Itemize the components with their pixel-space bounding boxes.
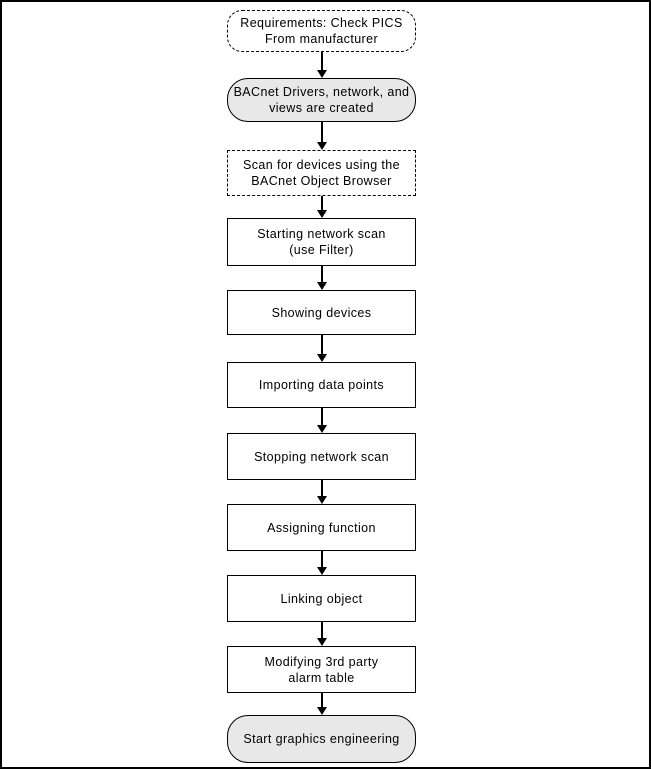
- flow-node-start-graphics: Start graphics engineering: [227, 715, 416, 763]
- arrow-shaft: [320, 335, 323, 354]
- down-arrow-connector: [227, 335, 416, 362]
- flow-node-label: Start graphics engineering: [243, 732, 400, 746]
- flow-node-label: Linking object: [280, 591, 363, 606]
- flow-node-scan-for-devices: Scan for devices using the BACnet Object…: [227, 150, 416, 196]
- flow-node-label: Scan for devices using the BACnet Object…: [242, 158, 400, 188]
- down-arrow-connector: [227, 196, 416, 218]
- down-arrow-connector: [227, 408, 416, 433]
- flow-node-starting-scan: Starting network scan (use Filter): [227, 218, 416, 266]
- arrowhead-down-icon: [316, 425, 327, 433]
- arrow-shaft: [320, 693, 323, 707]
- arrow-shaft: [320, 408, 323, 425]
- flow-node-drivers-created: BACnet Drivers, network, and views are c…: [227, 78, 416, 122]
- arrowhead-down-icon: [316, 496, 327, 504]
- flow-node-label: BACnet Drivers, network, and views are c…: [233, 85, 410, 115]
- flow-node-label: Importing data points: [258, 378, 385, 392]
- flow-node-stopping-scan: Stopping network scan: [227, 433, 416, 480]
- flow-node-label: Starting network scan (use Filter): [257, 227, 386, 257]
- arrowhead-down-icon: [316, 70, 327, 78]
- arrow-shaft: [320, 196, 323, 210]
- arrowhead-down-icon: [316, 638, 327, 646]
- flow-node-linking-object: Linking object: [227, 575, 416, 622]
- down-arrow-connector: [227, 480, 416, 504]
- down-arrow-connector: [227, 266, 416, 290]
- down-arrow-connector: [227, 622, 416, 646]
- flow-node-assigning-function: Assigning function: [227, 504, 416, 551]
- flow-node-label: Stopping network scan: [254, 449, 389, 464]
- arrowhead-down-icon: [316, 707, 327, 715]
- flow-node-label: Showing devices: [271, 305, 372, 320]
- arrow-shaft: [320, 622, 323, 638]
- arrowhead-down-icon: [316, 354, 327, 362]
- arrow-shaft: [320, 122, 323, 142]
- flow-node-label: Modifying 3rd party alarm table: [264, 654, 379, 685]
- arrow-shaft: [320, 266, 323, 282]
- down-arrow-connector: [227, 551, 416, 575]
- down-arrow-connector: [227, 52, 416, 78]
- flow-node-showing-devices: Showing devices: [227, 290, 416, 335]
- arrowhead-down-icon: [316, 142, 327, 150]
- arrowhead-down-icon: [316, 282, 327, 290]
- flow-node-label: Assigning function: [267, 520, 376, 535]
- arrowhead-down-icon: [316, 210, 327, 218]
- down-arrow-connector: [227, 122, 416, 150]
- arrow-shaft: [320, 551, 323, 567]
- flow-node-label: Requirements: Check PICS From manufactur…: [240, 16, 403, 46]
- arrow-shaft: [320, 480, 323, 496]
- arrow-shaft: [320, 52, 323, 70]
- flow-node-importing-points: Importing data points: [227, 362, 416, 408]
- arrowhead-down-icon: [316, 567, 327, 575]
- flow-node-modifying-alarm: Modifying 3rd party alarm table: [227, 646, 416, 693]
- flow-node-requirements: Requirements: Check PICS From manufactur…: [227, 10, 416, 52]
- down-arrow-connector: [227, 693, 416, 715]
